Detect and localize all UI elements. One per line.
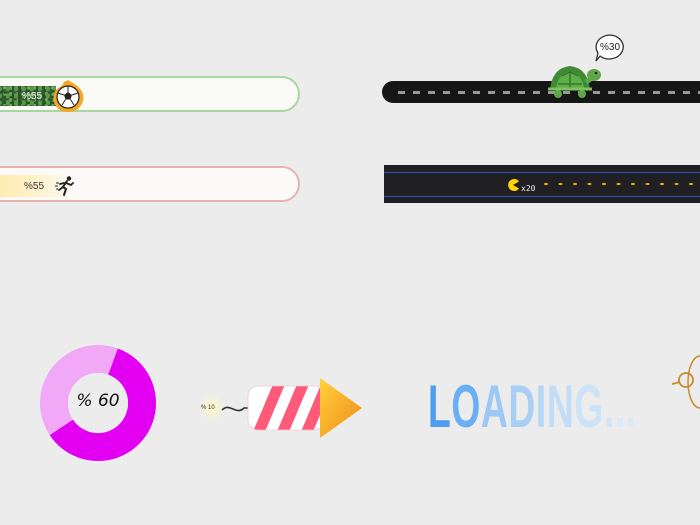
grass-fill: [0, 86, 56, 106]
runner-progress-label: %55: [24, 181, 45, 192]
pacman-bottom-wall: [384, 196, 700, 197]
loading-text: LOADING...: [428, 372, 637, 441]
turtle-icon: [548, 66, 601, 98]
loading-letter: I: [535, 373, 547, 440]
loading-letter: .: [625, 373, 637, 440]
pacman-top-wall: [384, 172, 700, 173]
turtle-progress-label: %30: [599, 42, 620, 53]
running-man-icon: [55, 176, 74, 196]
loading-letter: O: [451, 373, 481, 440]
donut-label: % 60: [76, 391, 120, 411]
pacman-progress-bar: x20: [384, 165, 700, 203]
pellet-dots: [544, 183, 700, 185]
loading-letter: .: [614, 373, 626, 440]
loading-letter: A: [480, 373, 509, 440]
pacman-counter-label: x20: [521, 184, 536, 193]
loading-letter: G: [574, 373, 604, 440]
donut-progress: % 60: [38, 343, 158, 463]
rocket-label: % 10: [201, 405, 215, 411]
runner-progress-bar: %55: [0, 166, 300, 202]
turtle-road-track: [382, 81, 700, 103]
loading-letter: L: [428, 373, 452, 440]
runner-fill: [0, 175, 74, 197]
partial-orbit-icon: [672, 355, 700, 409]
soccer-progress-bar: %55: [0, 76, 300, 112]
loading-letter: N: [546, 373, 575, 440]
loading-letter: .: [603, 373, 615, 440]
soccer-ball-icon: [53, 80, 84, 112]
turtle-speech-bubble: %30: [594, 34, 626, 62]
donut-filled-arc: [40, 345, 156, 461]
soccer-progress-label: %55: [22, 91, 43, 102]
loading-letter: D: [508, 373, 536, 440]
pacman-icon: [508, 179, 519, 191]
firework-rocket-progress: % 10: [196, 372, 366, 442]
